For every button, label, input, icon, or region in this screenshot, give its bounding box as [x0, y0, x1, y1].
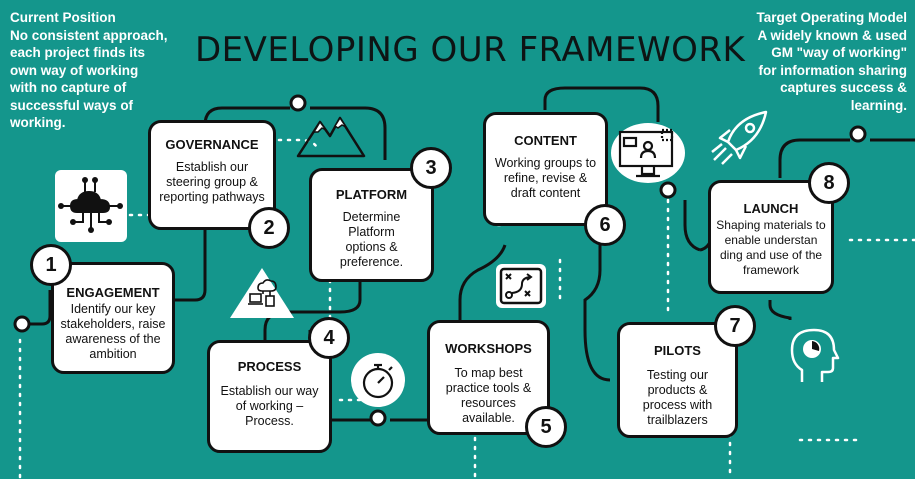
step-text: Working groups to refine, revise & draft… [494, 156, 597, 200]
current-position-line: successful ways of [10, 97, 134, 113]
head-profile-icon [790, 328, 840, 382]
step-engagement-box: ENGAGEMENT Identify our key stakeholders… [51, 262, 175, 374]
current-position-line: No consistent approach, [10, 27, 168, 43]
step-number-3: 3 [410, 147, 452, 189]
step-title: ENGAGEMENT [66, 285, 160, 300]
target-model-line: for information sharing [758, 62, 908, 78]
step-number-5: 5 [525, 406, 567, 448]
step-title: CONTENT [514, 133, 577, 148]
step-title: PLATFORM [335, 187, 408, 202]
step-text: To map best practice tools & resources a… [445, 366, 532, 425]
step-text: Identify our key stakeholders, raise awa… [60, 302, 166, 361]
current-position-heading: Current Position [10, 10, 116, 25]
step-content-box: CONTENT Working groups to refine, revise… [483, 112, 608, 226]
step-launch-box: LAUNCH Shaping materials to enable under… [708, 180, 834, 294]
target-model-line: A widely known & used [757, 27, 907, 43]
current-position-line: each project finds its [10, 45, 146, 60]
page-title: DEVELOPING OUR FRAMEWORK [195, 30, 746, 70]
target-model-heading: Target Operating Model [756, 10, 907, 25]
mountain-icon [296, 116, 366, 158]
target-model-line: captures success & [780, 80, 907, 95]
step-process-box: PROCESS Establish our way of working – P… [207, 340, 332, 453]
cloud-devices-icon [230, 268, 294, 318]
step-title: PROCESS [237, 359, 302, 374]
stopwatch-icon [351, 353, 405, 407]
step-title: GOVERNANCE [165, 137, 259, 152]
step-pilots-box: PILOTS Testing our products & process wi… [617, 322, 738, 438]
current-position-line: working. [10, 115, 66, 130]
step-text: Shaping materials to enable understan di… [716, 218, 826, 277]
step-number-1: 1 [30, 244, 72, 286]
step-number-8: 8 [808, 162, 850, 204]
step-text: Establish our steering group & reporting… [159, 160, 265, 204]
step-number-2: 2 [248, 207, 290, 249]
target-model-note: Target Operating Model A widely known & … [717, 9, 907, 114]
step-number-4: 4 [308, 317, 350, 359]
step-title: PILOTS [654, 343, 701, 358]
target-model-line: learning. [850, 97, 907, 113]
presentation-screen-icon [611, 123, 685, 183]
step-number-6: 6 [584, 204, 626, 246]
step-title: WORKSHOPS [445, 341, 532, 356]
cloud-network-icon [55, 170, 127, 242]
step-platform-box: PLATFORM Determine Platform options & pr… [309, 168, 434, 282]
current-position-line: with no capture of [10, 80, 127, 95]
step-text: Determine Platform options & preference. [339, 210, 404, 269]
step-title: LAUNCH [743, 201, 799, 216]
step-text: Establish our way of working – Process. [220, 384, 319, 428]
current-position-line: own way of working [10, 62, 139, 78]
strategy-board-icon [496, 264, 546, 308]
current-position-note: Current Position No consistent approach,… [10, 9, 200, 132]
step-number-7: 7 [714, 305, 756, 347]
target-model-line: GM "way of working" [771, 45, 907, 60]
step-text: Testing our products & process with trai… [642, 368, 713, 427]
rocket-icon [711, 110, 768, 165]
